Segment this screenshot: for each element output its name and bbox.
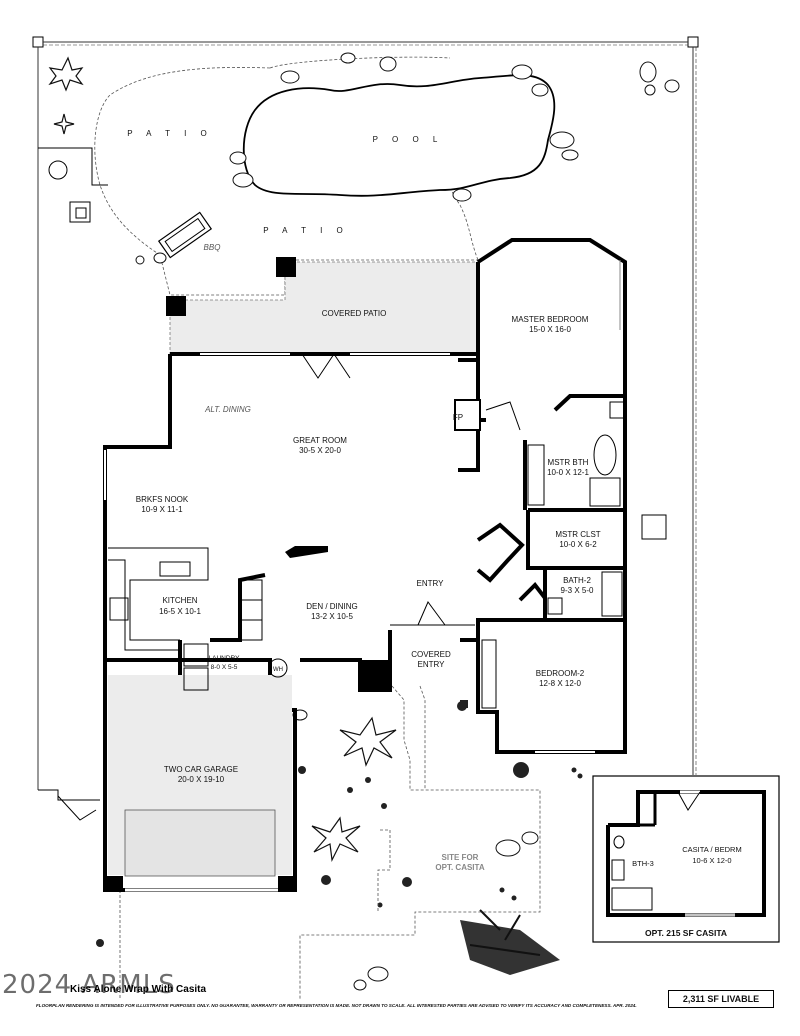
water-heater-label: WH bbox=[273, 667, 283, 673]
covered-entry-line2: ENTRY bbox=[418, 660, 446, 669]
master-bedroom-dims: 15-0 X 16-0 bbox=[529, 325, 571, 334]
breakfast-nook-dims: 10-9 X 11-1 bbox=[141, 505, 183, 514]
fireplace-label: FP bbox=[453, 413, 463, 422]
den-dining-dims: 13-2 X 10-5 bbox=[311, 612, 353, 621]
pool-label: P O O L bbox=[373, 135, 444, 144]
pool-rocks bbox=[135, 52, 680, 265]
yard-plants bbox=[48, 56, 583, 991]
master-bath-fixtures bbox=[527, 401, 625, 617]
casita-bedroom-dims: 10-6 X 12-0 bbox=[692, 856, 731, 865]
site-casita-line1: SITE FOR bbox=[442, 853, 479, 862]
entry-label: ENTRY bbox=[417, 579, 445, 588]
breakfast-nook-name: BRKFS NOOK bbox=[136, 495, 189, 504]
bbq-label: BBQ bbox=[204, 243, 221, 252]
site-casita-line2: OPT. CASITA bbox=[435, 863, 484, 872]
patio-south-label: P A T I O bbox=[263, 226, 349, 235]
livable-area-badge: 2,311 SF LIVABLE bbox=[668, 990, 774, 1008]
casita-inset bbox=[592, 775, 780, 943]
great-room-name: GREAT ROOM bbox=[293, 436, 347, 445]
bath-2-name: BATH-2 bbox=[563, 576, 591, 585]
den-dining-name: DEN / DINING bbox=[306, 602, 358, 611]
casita-caption: OPT. 215 SF CASITA bbox=[645, 928, 727, 938]
kitchen-name: KITCHEN bbox=[162, 596, 197, 605]
lot-boundary bbox=[32, 36, 699, 821]
great-room-dims: 30-5 X 20-0 bbox=[299, 446, 341, 455]
plan-title: Kiss Alone Wrap With Casita bbox=[70, 984, 207, 995]
patio-north-label: P A T I O bbox=[127, 129, 213, 138]
master-closet-name: MSTR CLST bbox=[555, 530, 600, 539]
pool bbox=[242, 74, 556, 197]
garage-dims: 20-0 X 19-10 bbox=[178, 775, 225, 784]
master-bath-name: MSTR BTH bbox=[548, 458, 589, 467]
covered-entry-line1: COVERED bbox=[411, 650, 451, 659]
disclaimer: FLOORPLAN RENDERING IS INTENDED FOR ILLU… bbox=[36, 1003, 637, 1008]
walkways bbox=[119, 685, 541, 1000]
garage-name: TWO CAR GARAGE bbox=[164, 765, 238, 774]
master-closet-dims: 10-0 X 6-2 bbox=[559, 540, 597, 549]
bedroom-2-name: BEDROOM-2 bbox=[536, 669, 585, 678]
master-bedroom-name: MASTER BEDROOM bbox=[512, 315, 589, 324]
covered-patio-label: COVERED PATIO bbox=[322, 309, 387, 318]
laundry-name: LAUNDRY bbox=[209, 655, 241, 662]
casita-bedroom-name: CASITA / BEDRM bbox=[682, 845, 741, 854]
alt-dining-label: ALT. DINING bbox=[204, 405, 251, 414]
bath-3-label: BTH-3 bbox=[632, 859, 654, 868]
master-bath-dims: 10-0 X 12-1 bbox=[547, 468, 589, 477]
kitchen-counters bbox=[108, 547, 263, 651]
bedroom-2-dims: 12-8 X 12-0 bbox=[539, 679, 581, 688]
covered-patio bbox=[166, 257, 479, 355]
kitchen-dims: 16-5 X 10-1 bbox=[159, 607, 201, 616]
watermark: 2024 ARMLS bbox=[2, 970, 176, 1000]
laundry-dims: 8-0 X 5-5 bbox=[211, 664, 238, 671]
bath-2-dims: 9-3 X 5-0 bbox=[561, 586, 594, 595]
bbq bbox=[157, 211, 213, 259]
laundry-appliances bbox=[183, 643, 288, 691]
